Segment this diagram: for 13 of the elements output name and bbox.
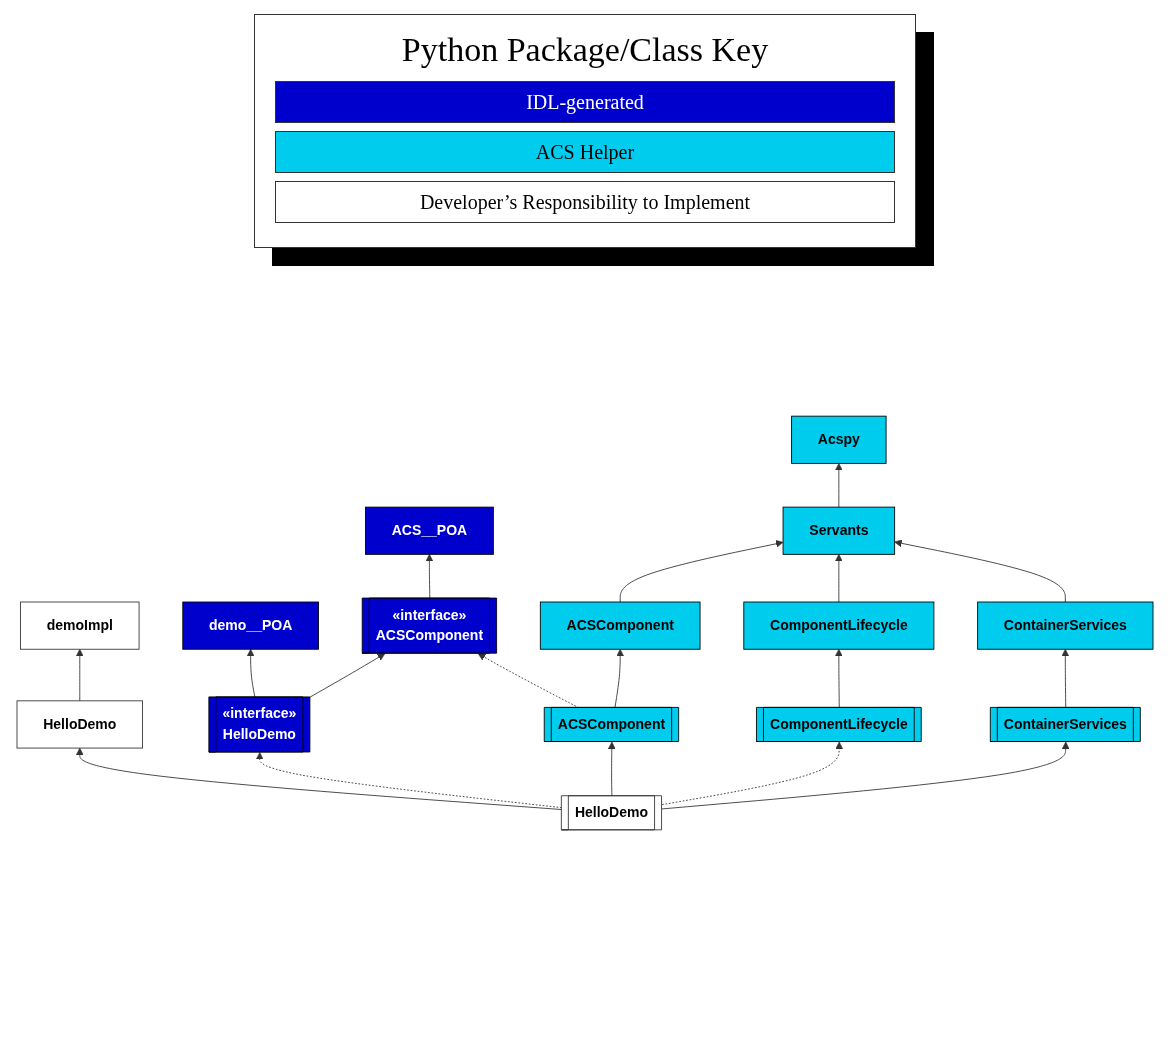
legend-swatch: ACS Helper bbox=[275, 131, 895, 173]
node-box: Servants bbox=[782, 506, 896, 555]
legend-swatch: IDL-generated bbox=[275, 81, 895, 123]
node-box: HelloDemo bbox=[16, 700, 143, 749]
node-box: demo__POA bbox=[182, 601, 319, 650]
node-box: Acspy bbox=[791, 415, 887, 464]
node-box: ComponentLifecycle bbox=[743, 601, 935, 650]
node-box: ContainerServices bbox=[977, 601, 1154, 650]
title: Python Package/Class Key bbox=[400, 31, 770, 69]
node-box: ACSComponent bbox=[539, 601, 701, 650]
legend-swatch: Developer’s Responsibility to Implement bbox=[275, 181, 895, 223]
node-box: ACS__POA bbox=[365, 506, 494, 555]
node-box: demoImpl bbox=[20, 601, 140, 650]
